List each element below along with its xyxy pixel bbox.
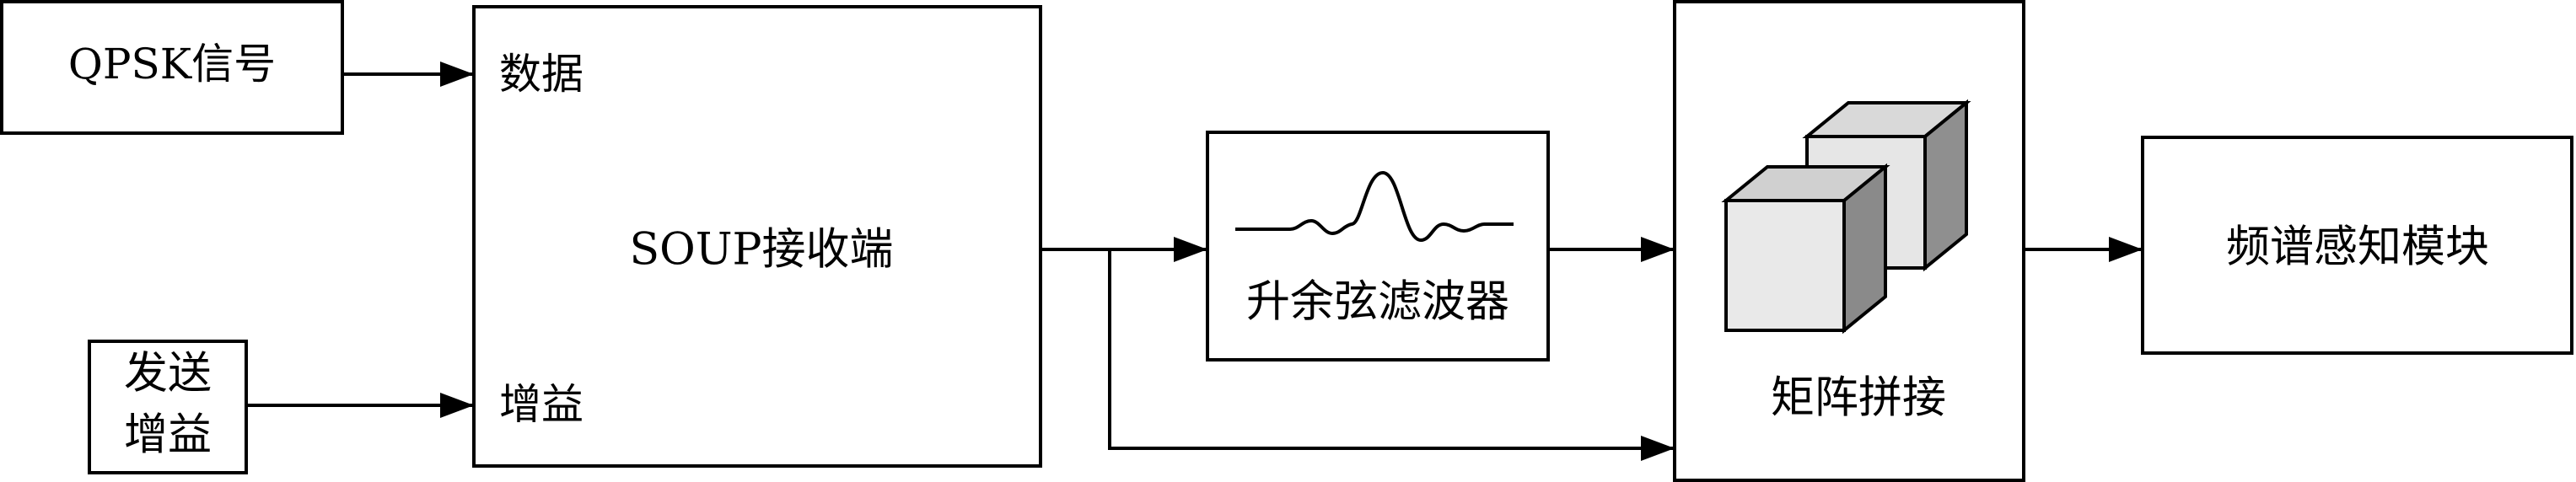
soup-receiver-label: SOUP接收端: [629, 225, 893, 276]
matrix-concat-block: 矩阵拼接: [1673, 0, 2025, 482]
qpsk-signal-label: QPSK信号: [68, 40, 276, 88]
arrow-soup-to-concat: [1108, 249, 1675, 461]
raised-cosine-waveform-icon: [1235, 170, 1514, 243]
transmit-gain-block: 发送 增益: [88, 340, 248, 474]
spectrum-sensing-block: 频谱感知模块: [2141, 136, 2573, 355]
transmit-gain-label-line2: 增益: [124, 410, 212, 461]
raised-cosine-filter-block: 升余弦滤波器: [1206, 131, 1550, 362]
transmit-gain-label-line1: 发送: [124, 349, 212, 399]
qpsk-signal-block: QPSK信号: [0, 0, 344, 135]
spectrum-sensing-label: 频谱感知模块: [2226, 222, 2489, 273]
matrix-concat-label: 矩阵拼接: [1771, 373, 1946, 424]
matrix-cube-front-icon: [1721, 163, 1890, 335]
soup-gain-port-label: 增益: [499, 380, 583, 429]
soup-receiver-block: 数据 SOUP接收端 增益: [472, 5, 1042, 468]
soup-data-port-label: 数据: [499, 50, 583, 99]
raised-cosine-filter-label: 升余弦滤波器: [1246, 277, 1509, 328]
